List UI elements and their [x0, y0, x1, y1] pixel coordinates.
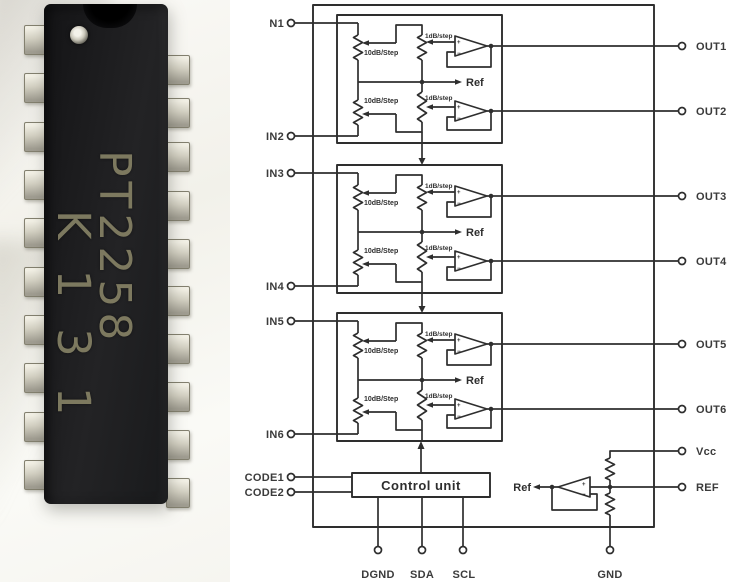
opamp-minus-mark: − — [582, 492, 586, 498]
pin-label-out6: OUT6 — [696, 404, 727, 416]
pin-label-code1: CODE1 — [245, 472, 284, 484]
pin-label-in5: IN5 — [266, 316, 284, 328]
chip-pin — [166, 98, 190, 128]
pin-label-in4: IN4 — [266, 281, 285, 293]
ref-buffer-label: Ref — [513, 482, 531, 494]
chip-body: PT2258 K131 — [44, 4, 168, 504]
pin-label-in6: IN6 — [266, 429, 284, 441]
chip-pin — [166, 382, 190, 412]
pin-label-out5: OUT5 — [696, 339, 727, 351]
channel-block-1 — [336, 14, 503, 144]
pin-label-out2: OUT2 — [696, 106, 727, 118]
pin-circles — [286, 18, 687, 555]
pin-label-out1: OUT1 — [696, 41, 727, 53]
pin-label-in2: IN2 — [266, 131, 284, 143]
ic-boundary-box — [312, 4, 655, 528]
pin-label-dgnd: DGND — [361, 569, 395, 581]
pin-label-in3: IN3 — [266, 168, 284, 180]
opamp-plus-mark: + — [582, 482, 586, 488]
channel-block-2 — [336, 164, 503, 294]
chip-notch-icon — [83, 4, 137, 28]
chip-photo: PT2258 K131 — [0, 0, 230, 582]
chip-pin — [166, 55, 190, 85]
arrowheads — [417, 158, 613, 490]
block-diagram: 10dB/Step 1dB/step 10dB/Step 1dB/step Re… — [230, 0, 750, 582]
pin-label-out3: OUT3 — [696, 191, 727, 203]
pin-label-scl: SCL — [453, 569, 476, 581]
pin-label-ref: REF — [696, 482, 719, 494]
schematic-wiring — [294, 4, 679, 547]
pin-label-code2: CODE2 — [245, 487, 284, 499]
control-unit-label: Control unit — [381, 478, 461, 493]
pin-label-sda: SDA — [410, 569, 434, 581]
channel-block-3 — [336, 312, 503, 442]
chip-pin — [166, 239, 190, 269]
pin1-dimple-icon — [70, 26, 88, 44]
control-unit-box — [351, 472, 491, 498]
pin-label-n1: N1 — [269, 18, 284, 30]
chip-pin — [166, 191, 190, 221]
chip-pin — [166, 334, 190, 364]
chip-marking-date-code: K131 — [47, 210, 100, 446]
chip-pin — [166, 478, 190, 508]
pin-label-out4: OUT4 — [696, 256, 727, 268]
chip-pin — [166, 142, 190, 172]
pin-label-gnd: GND — [597, 569, 622, 581]
chip-pin — [166, 286, 190, 316]
pin-label-vcc: Vcc — [696, 446, 716, 458]
chip-pin — [166, 430, 190, 460]
